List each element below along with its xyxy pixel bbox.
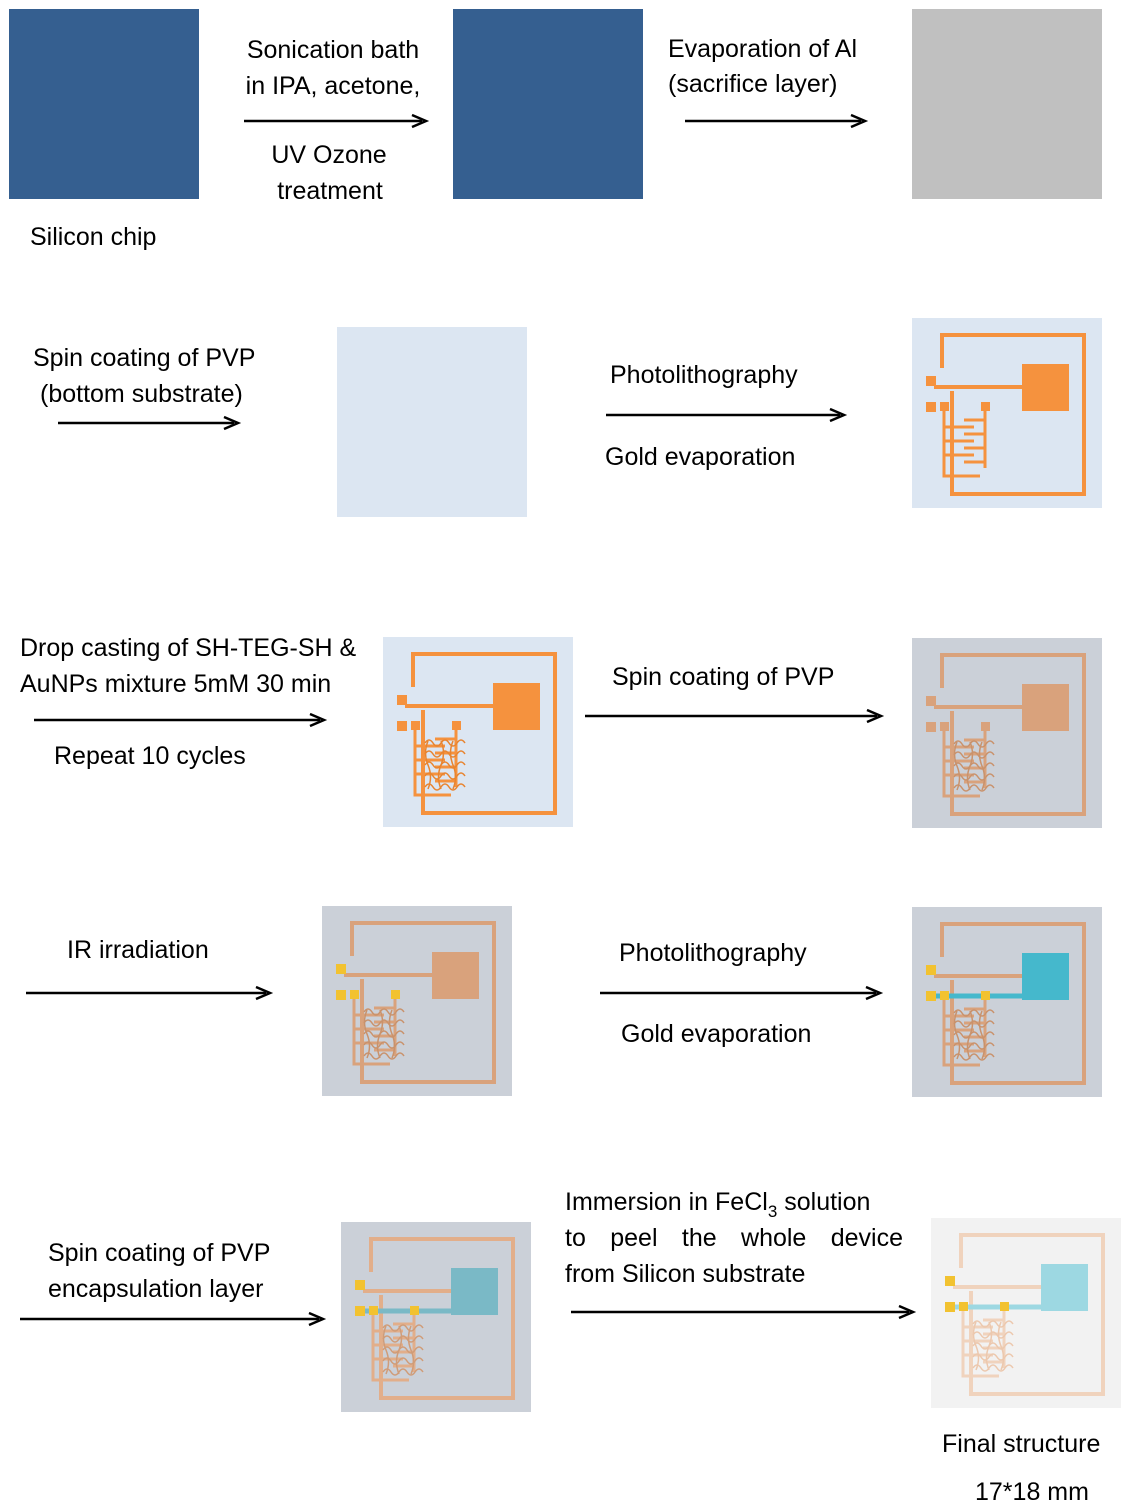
- step-sonication-text-1: Sonication bath: [246, 36, 420, 64]
- final-structure-label: Final structure: [942, 1430, 1101, 1458]
- step-gold-evaporation-text-2: Gold evaporation: [621, 1020, 812, 1048]
- step-drop-casting-text-2: AuNPs mixture 5mM 30 min: [20, 670, 332, 698]
- step-repeat-cycles-text: Repeat 10 cycles: [54, 742, 246, 770]
- step-fecl3-immersion-text-2: to peel the whole device: [565, 1224, 903, 1252]
- silicon-chip-square: [9, 9, 199, 199]
- arrow-right-icon: [244, 113, 430, 129]
- arrow-right-icon: [58, 415, 242, 431]
- step-ir-irradiation-text: IR irradiation: [67, 936, 209, 964]
- step-photolithography-text-2: Photolithography: [619, 939, 807, 967]
- gold-electrode-chip: [912, 318, 1102, 508]
- aluminium-coated-chip-square: [912, 9, 1102, 199]
- arrow-right-icon: [685, 113, 869, 129]
- pvp-substrate-square: [337, 327, 527, 517]
- step-pvp-spin-text-1: Spin coating of PVP: [33, 344, 256, 372]
- step-encapsulation-text-2: encapsulation layer: [48, 1275, 264, 1303]
- step-uv-ozone-text-2: treatment: [277, 177, 383, 205]
- step-encapsulation-text-1: Spin coating of PVP: [48, 1239, 271, 1267]
- step-photolithography-text-1: Photolithography: [610, 361, 798, 389]
- final-structure-size: 17*18 mm: [975, 1478, 1089, 1506]
- silicon-chip-label: Silicon chip: [30, 223, 157, 251]
- step-uv-ozone-text-1: UV Ozone: [271, 141, 387, 169]
- cleaned-silicon-chip-square: [453, 9, 643, 199]
- fecl3-subscript: 3: [767, 1202, 778, 1221]
- pvp-coated-electrode-chip: [912, 638, 1102, 828]
- step-fecl3-immersion-text-3: from Silicon substrate: [565, 1260, 806, 1288]
- encapsulated-chip: [341, 1222, 531, 1412]
- fecl3-text-prefix: Immersion in FeCl: [565, 1188, 768, 1216]
- nanoparticle-electrode-chip: [383, 637, 573, 827]
- step-sonication-text-2: in IPA, acetone,: [245, 72, 421, 100]
- arrow-right-icon: [585, 708, 885, 724]
- arrow-right-icon: [20, 1311, 327, 1327]
- step-fecl3-immersion-text-1: Immersion in FeCl3 solution: [565, 1184, 903, 1223]
- top-electrode-chip: [912, 907, 1102, 1097]
- arrow-right-icon: [34, 712, 328, 728]
- ir-irradiated-chip: [322, 906, 512, 1096]
- step-drop-casting-text-1: Drop casting of SH-TEG-SH &: [20, 634, 357, 662]
- arrow-right-icon: [600, 985, 884, 1001]
- fecl3-text-suffix: solution: [777, 1188, 871, 1216]
- step-al-evaporation-text-1: Evaporation of Al: [668, 35, 858, 63]
- step-gold-evaporation-text-1: Gold evaporation: [605, 443, 796, 471]
- step-pvp-spin-text-2: (bottom substrate): [40, 380, 243, 408]
- arrow-right-icon: [571, 1304, 917, 1320]
- final-structure-chip: [931, 1218, 1121, 1408]
- arrow-right-icon: [606, 407, 848, 423]
- step-al-evaporation-text-2: (sacrifice layer): [668, 70, 838, 98]
- arrow-right-icon: [26, 985, 274, 1001]
- step-pvp-coating-text: Spin coating of PVP: [612, 663, 835, 691]
